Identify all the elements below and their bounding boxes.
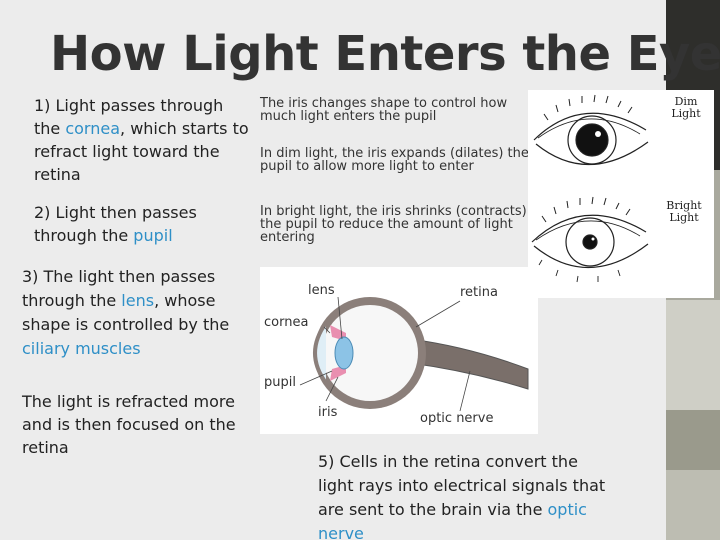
label-lens: lens <box>308 283 335 298</box>
label-iris: iris <box>318 405 338 420</box>
term-ciliary-muscles: ciliary muscles <box>22 339 141 358</box>
step-1-text: 1) Light passes through the cornea, whic… <box>34 94 254 186</box>
step-1-pre: 1) Light passes through the <box>34 96 224 138</box>
term-optic-nerve: optic nerve <box>318 500 587 540</box>
step-1-post: , which starts to refract light toward t… <box>34 119 249 184</box>
dim-light-eye <box>533 94 649 166</box>
step-2-pre: 2) Light then passes through the <box>34 203 197 245</box>
term-cornea: cornea <box>65 119 121 138</box>
band-block <box>666 470 720 540</box>
step-3-text: 3) The light then passes through the len… <box>22 265 262 361</box>
lens-shape <box>334 336 354 370</box>
bright-light-eye <box>531 196 649 283</box>
dilated-pupil <box>575 123 609 157</box>
pupil-size-illustration: Dim Light Bright Light <box>528 90 714 298</box>
step-2-text: 2) Light then passes through the pupil <box>34 201 254 247</box>
eye-anatomy-diagram: lens retina cornea pupil iris optic nerv… <box>260 267 538 434</box>
eye-drawings <box>531 94 649 283</box>
upper-eyelid-line <box>533 112 647 141</box>
optic-nerve-shape <box>409 338 529 390</box>
step-3-pre: 3) The light then passes through the <box>22 267 216 310</box>
label-optic-nerve: optic nerve <box>420 411 494 426</box>
dim-light-label: Dim Light <box>671 95 701 120</box>
iris-note-3: In bright light, the iris shrinks (contr… <box>260 204 527 245</box>
term-pupil: pupil <box>133 226 173 245</box>
step-5-pre: 5) Cells in the retina convert the light… <box>318 452 606 519</box>
cornea-shape <box>313 321 328 385</box>
bright-light-label: Bright Light <box>666 199 702 224</box>
step-3-mid: , whose shape is controlled by the <box>22 291 230 334</box>
vitreous <box>322 305 418 401</box>
step-5-text: 5) Cells in the retina convert the light… <box>318 450 618 540</box>
constricted-pupil <box>582 234 598 250</box>
eye-cross-section <box>299 296 529 412</box>
label-cornea: cornea <box>264 315 309 330</box>
iris-note-2: In dim light, the iris expands (dilates)… <box>260 146 529 174</box>
band-block <box>666 410 720 470</box>
leader-lines <box>299 296 471 412</box>
term-lens: lens <box>121 291 155 310</box>
iris-note-1: The iris changes shape to control how mu… <box>260 96 508 124</box>
step-4-text: The light is refracted more and is then … <box>22 392 236 457</box>
label-retina: retina <box>460 285 498 300</box>
band-block <box>666 300 720 410</box>
page-title: How Light Enters the Eye <box>50 26 720 82</box>
label-pupil: pupil <box>264 375 296 390</box>
